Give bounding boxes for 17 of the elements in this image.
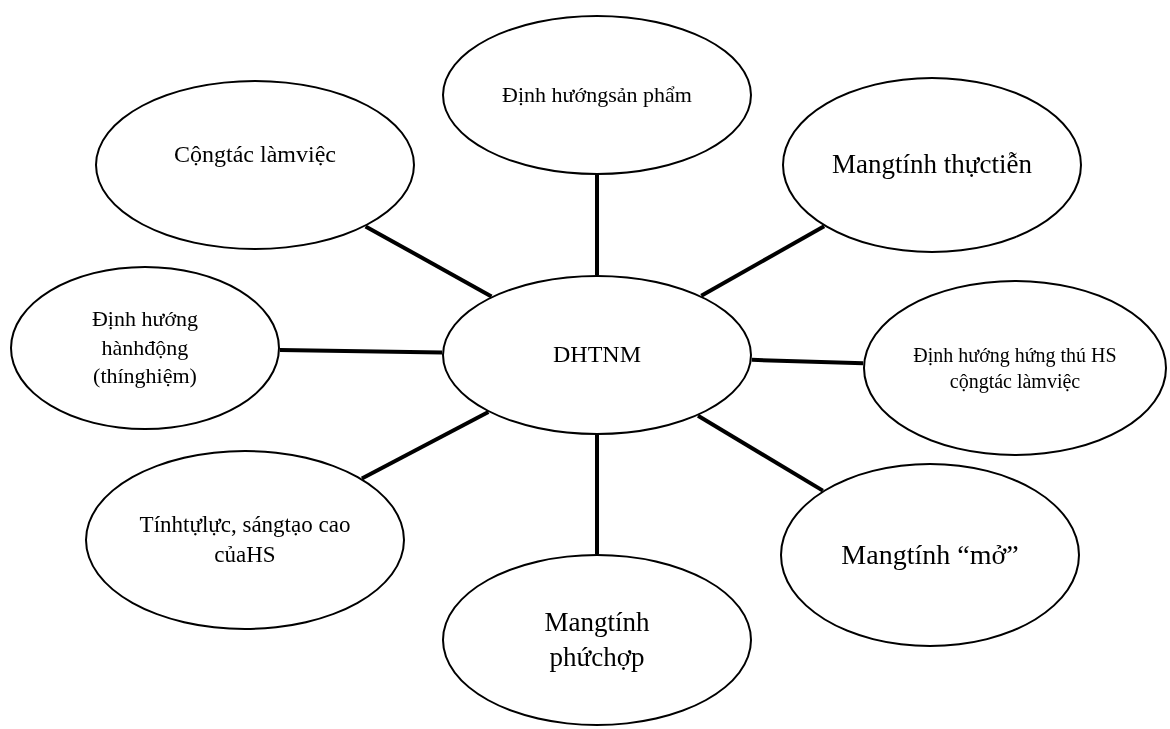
node-label: Tínhtựlực, sángtạo cao củaHS bbox=[138, 511, 352, 569]
connector-line bbox=[279, 348, 443, 355]
node-label: Định hướng hứng thú HS cộngtác làmviệc bbox=[912, 343, 1118, 394]
connector-line bbox=[595, 435, 599, 554]
connector-line bbox=[364, 224, 493, 299]
node-label: Mangtính phứchợp bbox=[543, 605, 651, 674]
node-label: Định hướng hànhđộng (thínghiệm) bbox=[90, 305, 200, 391]
node-label: Mangtính “mở” bbox=[840, 537, 1020, 572]
node-label: DHTNM bbox=[552, 340, 642, 370]
node-label: Mangtính thựctiễn bbox=[832, 148, 1032, 182]
node-label: Cộngtác làmviệc bbox=[173, 140, 337, 170]
connector-line bbox=[697, 413, 824, 493]
connector-line bbox=[700, 224, 826, 298]
connector-line bbox=[595, 175, 599, 275]
node-label: Định hướngsản phẩm bbox=[502, 80, 692, 109]
connector-line bbox=[360, 410, 490, 481]
connector-line bbox=[751, 357, 864, 366]
